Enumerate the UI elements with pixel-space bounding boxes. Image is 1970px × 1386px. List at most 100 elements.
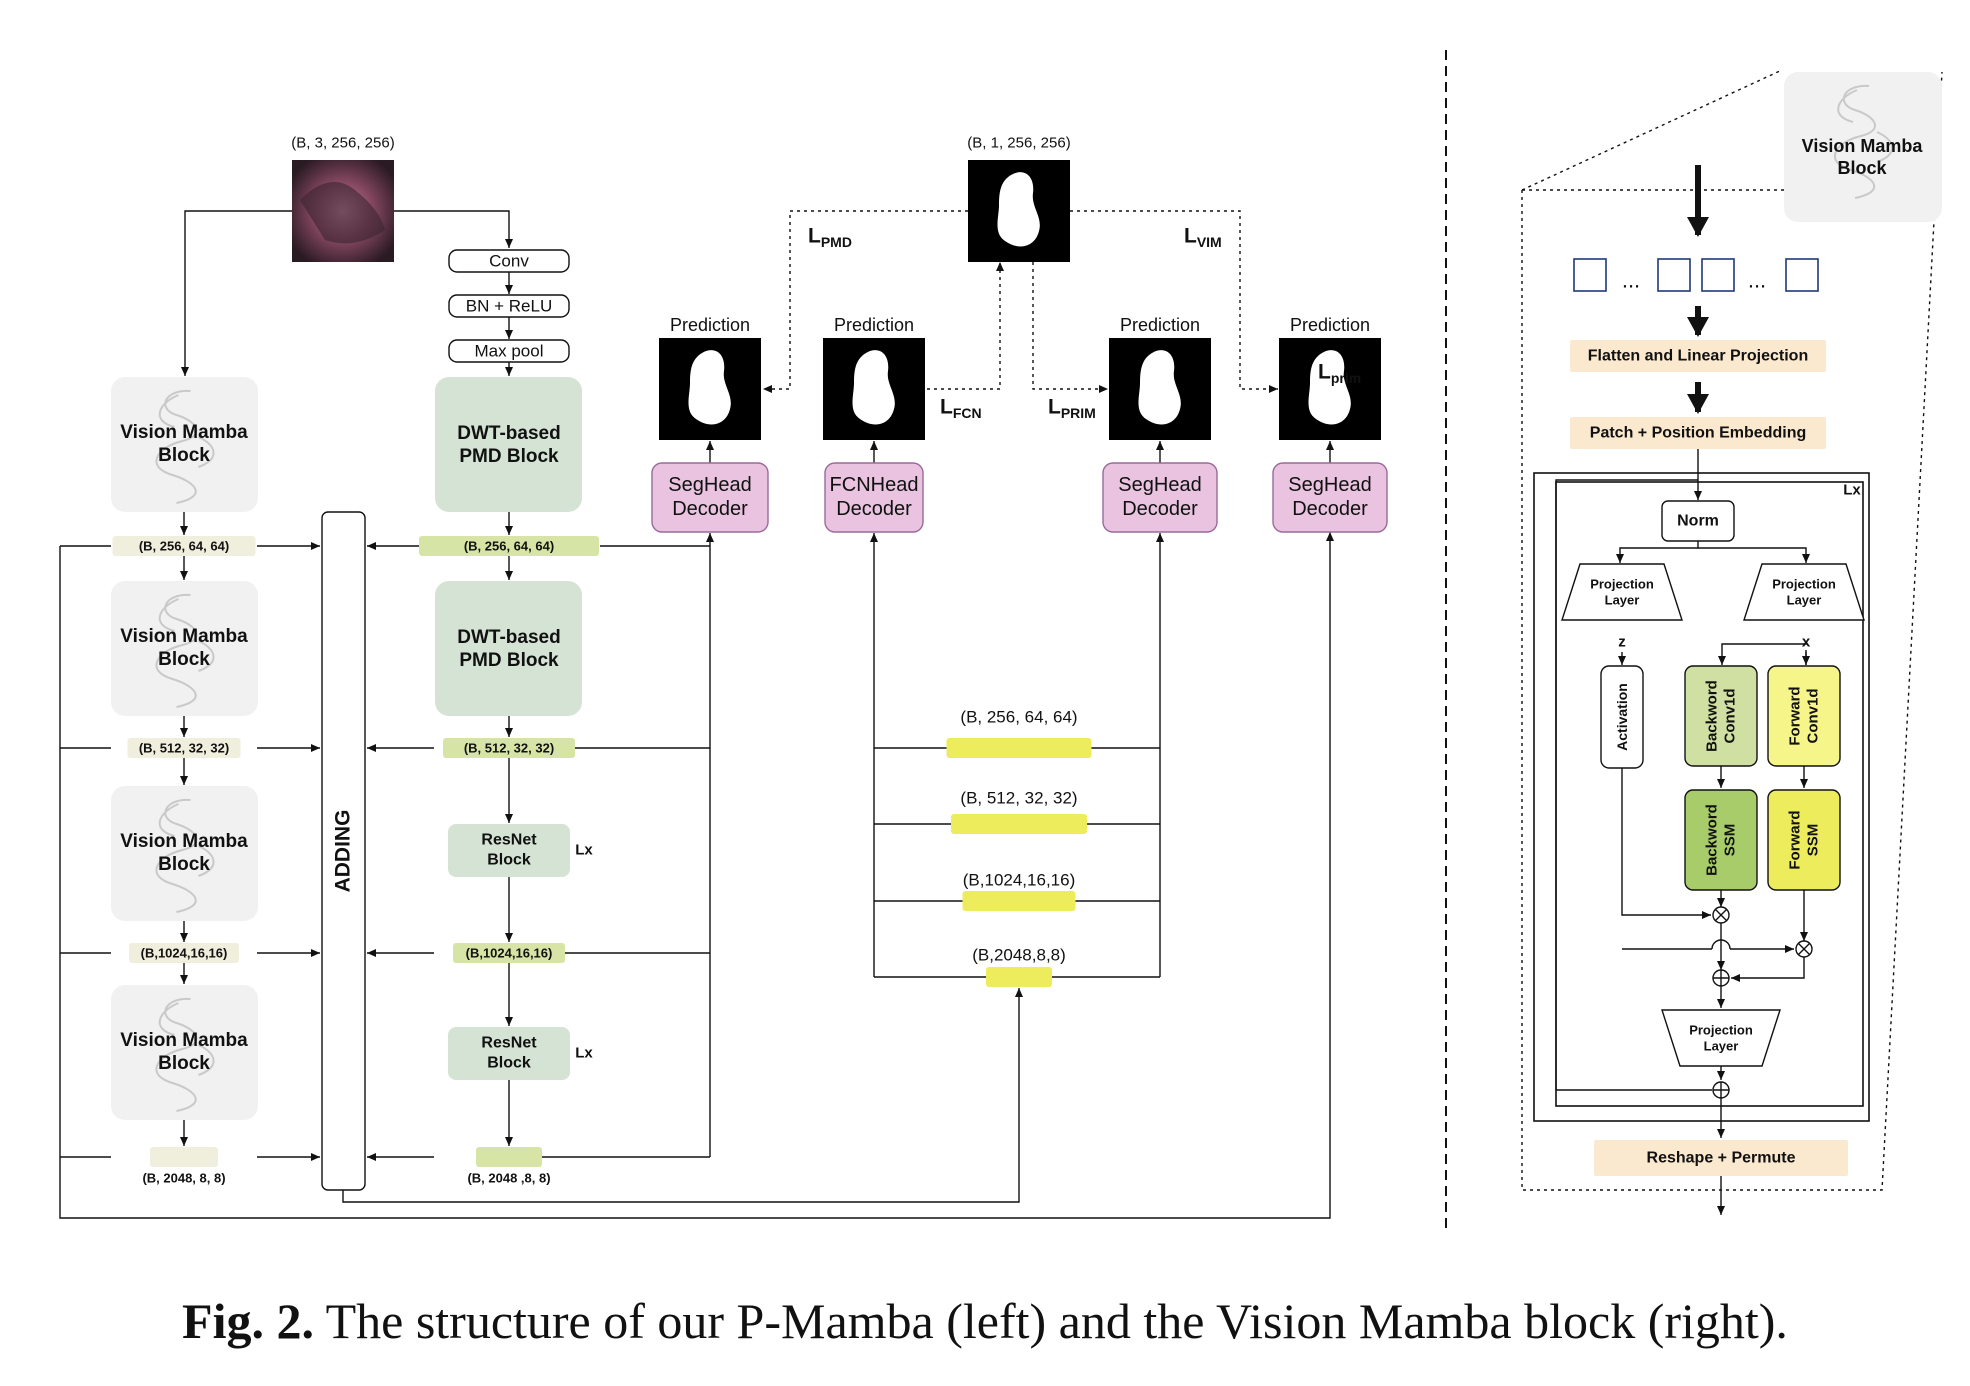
gt-shape-label: (B, 1, 256, 256) — [967, 135, 1070, 152]
decoder-3-label-line-1: SegHead — [1118, 474, 1201, 496]
resnet-block-1-label-line-1: ResNet — [481, 832, 537, 849]
fcn-tag-1 — [946, 738, 1092, 758]
norm-to-proj-right — [1698, 547, 1810, 563]
vim-block-2-label-line-1: Vision Mamba — [120, 626, 248, 647]
bwd-conv-label-line-1: Backword — [1703, 680, 1720, 752]
vim-block-1-snake-path — [155, 389, 215, 504]
fwd-conv-box — [1767, 665, 1841, 767]
pmd-shape-1: (B, 256, 64, 64) — [464, 539, 554, 554]
bwd-ssm-box — [1684, 789, 1758, 891]
pmd-tag-2 — [443, 738, 575, 758]
pmd-block-2-label-line-1: DWT-based — [457, 627, 560, 648]
vim-block-2-label-line-2: Block — [158, 649, 210, 670]
figure-caption: Fig. 2. The structure of our P-Mamba (le… — [0, 1292, 1970, 1350]
prediction-1-label: Prediction — [670, 315, 750, 335]
decoder-4-label-line-2: Decoder — [1292, 498, 1368, 520]
vim-shape-3: (B,1024,16,16) — [141, 946, 228, 961]
vmb-thumbnail — [1784, 72, 1942, 222]
block-layer — [111, 72, 1942, 1191]
loss-fcn-subscript: FCN — [953, 405, 982, 421]
fcn-shape-2: (B, 512, 32, 32) — [960, 789, 1077, 808]
adding-to-fcn-line — [342, 988, 1023, 1203]
proj-right-trapezoid — [1743, 563, 1865, 621]
vim-block-4-snake — [155, 997, 215, 1112]
loss-pmd-line — [763, 210, 968, 393]
token-1 — [1573, 258, 1607, 292]
bwd-conv-box — [1684, 665, 1758, 767]
vim-block-4-label-line-1: Vision Mamba — [120, 1030, 248, 1051]
decoder-1-label-line-1: SegHead — [668, 474, 751, 496]
resnet-block-1 — [448, 824, 570, 877]
x-to-bwd-conv — [1718, 642, 1807, 665]
mul-backward-glyph — [1715, 909, 1727, 921]
vim-tag-2 — [127, 738, 241, 758]
loss-vim-subscript: VIM — [1197, 234, 1222, 250]
decoder-2-label-line-2: Decoder — [836, 498, 912, 520]
add-merge-glyph — [1713, 970, 1729, 986]
vim-block-1 — [111, 377, 258, 512]
vim-shape-2: (B, 512, 32, 32) — [139, 741, 229, 756]
vim-block-4 — [111, 985, 258, 1120]
z-to-mul-backward — [1621, 768, 1711, 919]
loss-fcn: LFCN — [940, 396, 982, 422]
vim-tag-4 — [150, 1147, 218, 1167]
pmd-block-1-label-line-1: DWT-based — [457, 423, 560, 444]
prediction-4-shape — [1308, 350, 1351, 425]
reshape-box — [1594, 1140, 1848, 1176]
vim-block-2 — [111, 581, 258, 716]
vim-block-3 — [111, 786, 258, 921]
pmd-shape-3: (B,1024,16,16) — [466, 946, 553, 961]
vim-shape-1: (B, 256, 64, 64) — [139, 539, 229, 554]
decoder-2-label-line-1: FCNHead — [830, 474, 919, 496]
resnet-block-1-repeat: Lx — [575, 842, 593, 859]
vim-block-3-snake — [155, 798, 215, 913]
lx-label: Lx — [1843, 482, 1861, 499]
proj-left-label-line-2: Layer — [1605, 592, 1640, 607]
loss-vim: LVIM — [1184, 225, 1222, 251]
loss-fcn-line — [927, 262, 1004, 390]
adding-label: ADDING — [332, 810, 355, 893]
token-ellipsis-2: ... — [1748, 268, 1766, 293]
vim-block-4-label-line-2: Block — [158, 1053, 210, 1074]
proj-right-label-line-2: Layer — [1787, 592, 1822, 607]
maxpool-box — [448, 339, 570, 363]
token-3 — [1701, 258, 1735, 292]
fwd-ssm-label-line-2: SSM — [1805, 824, 1822, 857]
pmd-shape-2: (B, 512, 32, 32) — [464, 741, 554, 756]
prediction-3-shape — [1138, 350, 1181, 425]
bwd-ssm-label-line-1: Backword — [1703, 804, 1720, 876]
fwd-conv-label-line-1: Forward — [1786, 686, 1803, 745]
loss-prim-line — [1032, 262, 1108, 393]
bwd-ssm-label-line-2: SSM — [1722, 824, 1739, 857]
resnet-block-2 — [448, 1027, 570, 1080]
vmb-thumbnail-snake-path — [1834, 84, 1893, 199]
patch-box — [1570, 417, 1826, 449]
adding-bar — [321, 511, 366, 1191]
vmb-thumbnail-label-line-2: Block — [1837, 158, 1887, 178]
bn-relu-box — [448, 294, 570, 318]
input-shape-label: (B, 3, 256, 256) — [291, 135, 394, 152]
decoder-4 — [1272, 462, 1388, 533]
vim-block-2-snake — [155, 593, 215, 708]
proj-out-trapezoid — [1661, 1009, 1781, 1067]
fcn-tag-3 — [962, 891, 1076, 911]
lx-inner-frame — [1555, 481, 1864, 1107]
flatten-box — [1570, 340, 1826, 372]
vim-shape-4: (B, 2048, 8, 8) — [142, 1171, 225, 1186]
proj-out-label-line-2: Layer — [1704, 1038, 1739, 1053]
decoder-2 — [824, 462, 924, 533]
vim-block-1-label-line-2: Block — [158, 445, 210, 466]
norm-box — [1661, 500, 1735, 542]
vmb-thumbnail-label-line-1: Vision Mamba — [1802, 136, 1924, 156]
vmb-thumbnail-snake — [1834, 84, 1893, 199]
pmd-block-2 — [435, 581, 582, 716]
caption-label: Fig. 2. — [182, 1293, 314, 1349]
activation-box — [1600, 665, 1644, 769]
fcn-shape-4: (B,2048,8,8) — [972, 946, 1066, 965]
outer-skip-line — [59, 532, 1334, 1219]
vim-tag-3 — [129, 943, 239, 963]
prediction-4-label: Prediction — [1290, 315, 1370, 335]
input-echo-cavity — [300, 182, 385, 244]
pmd-tag-4 — [476, 1147, 542, 1167]
decoder-3 — [1102, 462, 1218, 533]
